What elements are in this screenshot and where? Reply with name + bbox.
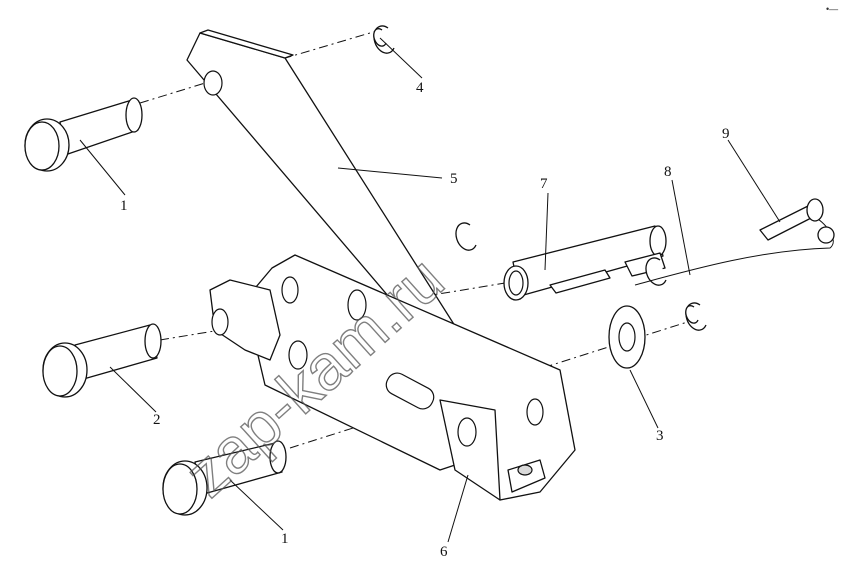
callout-4: 4 xyxy=(416,80,424,96)
callout-2: 2 xyxy=(153,412,161,428)
callout-labels: 4 1 5 7 8 9 2 3 1 6 xyxy=(120,80,730,560)
callout-1-bottom: 1 xyxy=(281,531,289,547)
cotter-pin-part-9 xyxy=(759,198,835,244)
pin-part-1-top xyxy=(24,97,143,172)
callout-9: 9 xyxy=(722,126,730,142)
callout-3: 3 xyxy=(656,428,664,444)
axle-part-7 xyxy=(503,225,667,301)
callout-1-top: 1 xyxy=(120,198,128,214)
bracket-part-6 xyxy=(209,254,576,501)
retaining-ring-middle xyxy=(455,222,477,251)
pin-part-1-bottom xyxy=(162,440,287,516)
pin-part-2 xyxy=(42,323,162,398)
washer-part-3 xyxy=(608,305,646,369)
callout-5: 5 xyxy=(450,171,458,187)
corner-mark: •— xyxy=(826,4,838,14)
callout-8: 8 xyxy=(664,164,672,180)
leader-lines xyxy=(79,37,781,543)
callout-7: 7 xyxy=(540,176,548,192)
retaining-ring-right xyxy=(685,302,707,331)
callout-6: 6 xyxy=(440,544,448,560)
